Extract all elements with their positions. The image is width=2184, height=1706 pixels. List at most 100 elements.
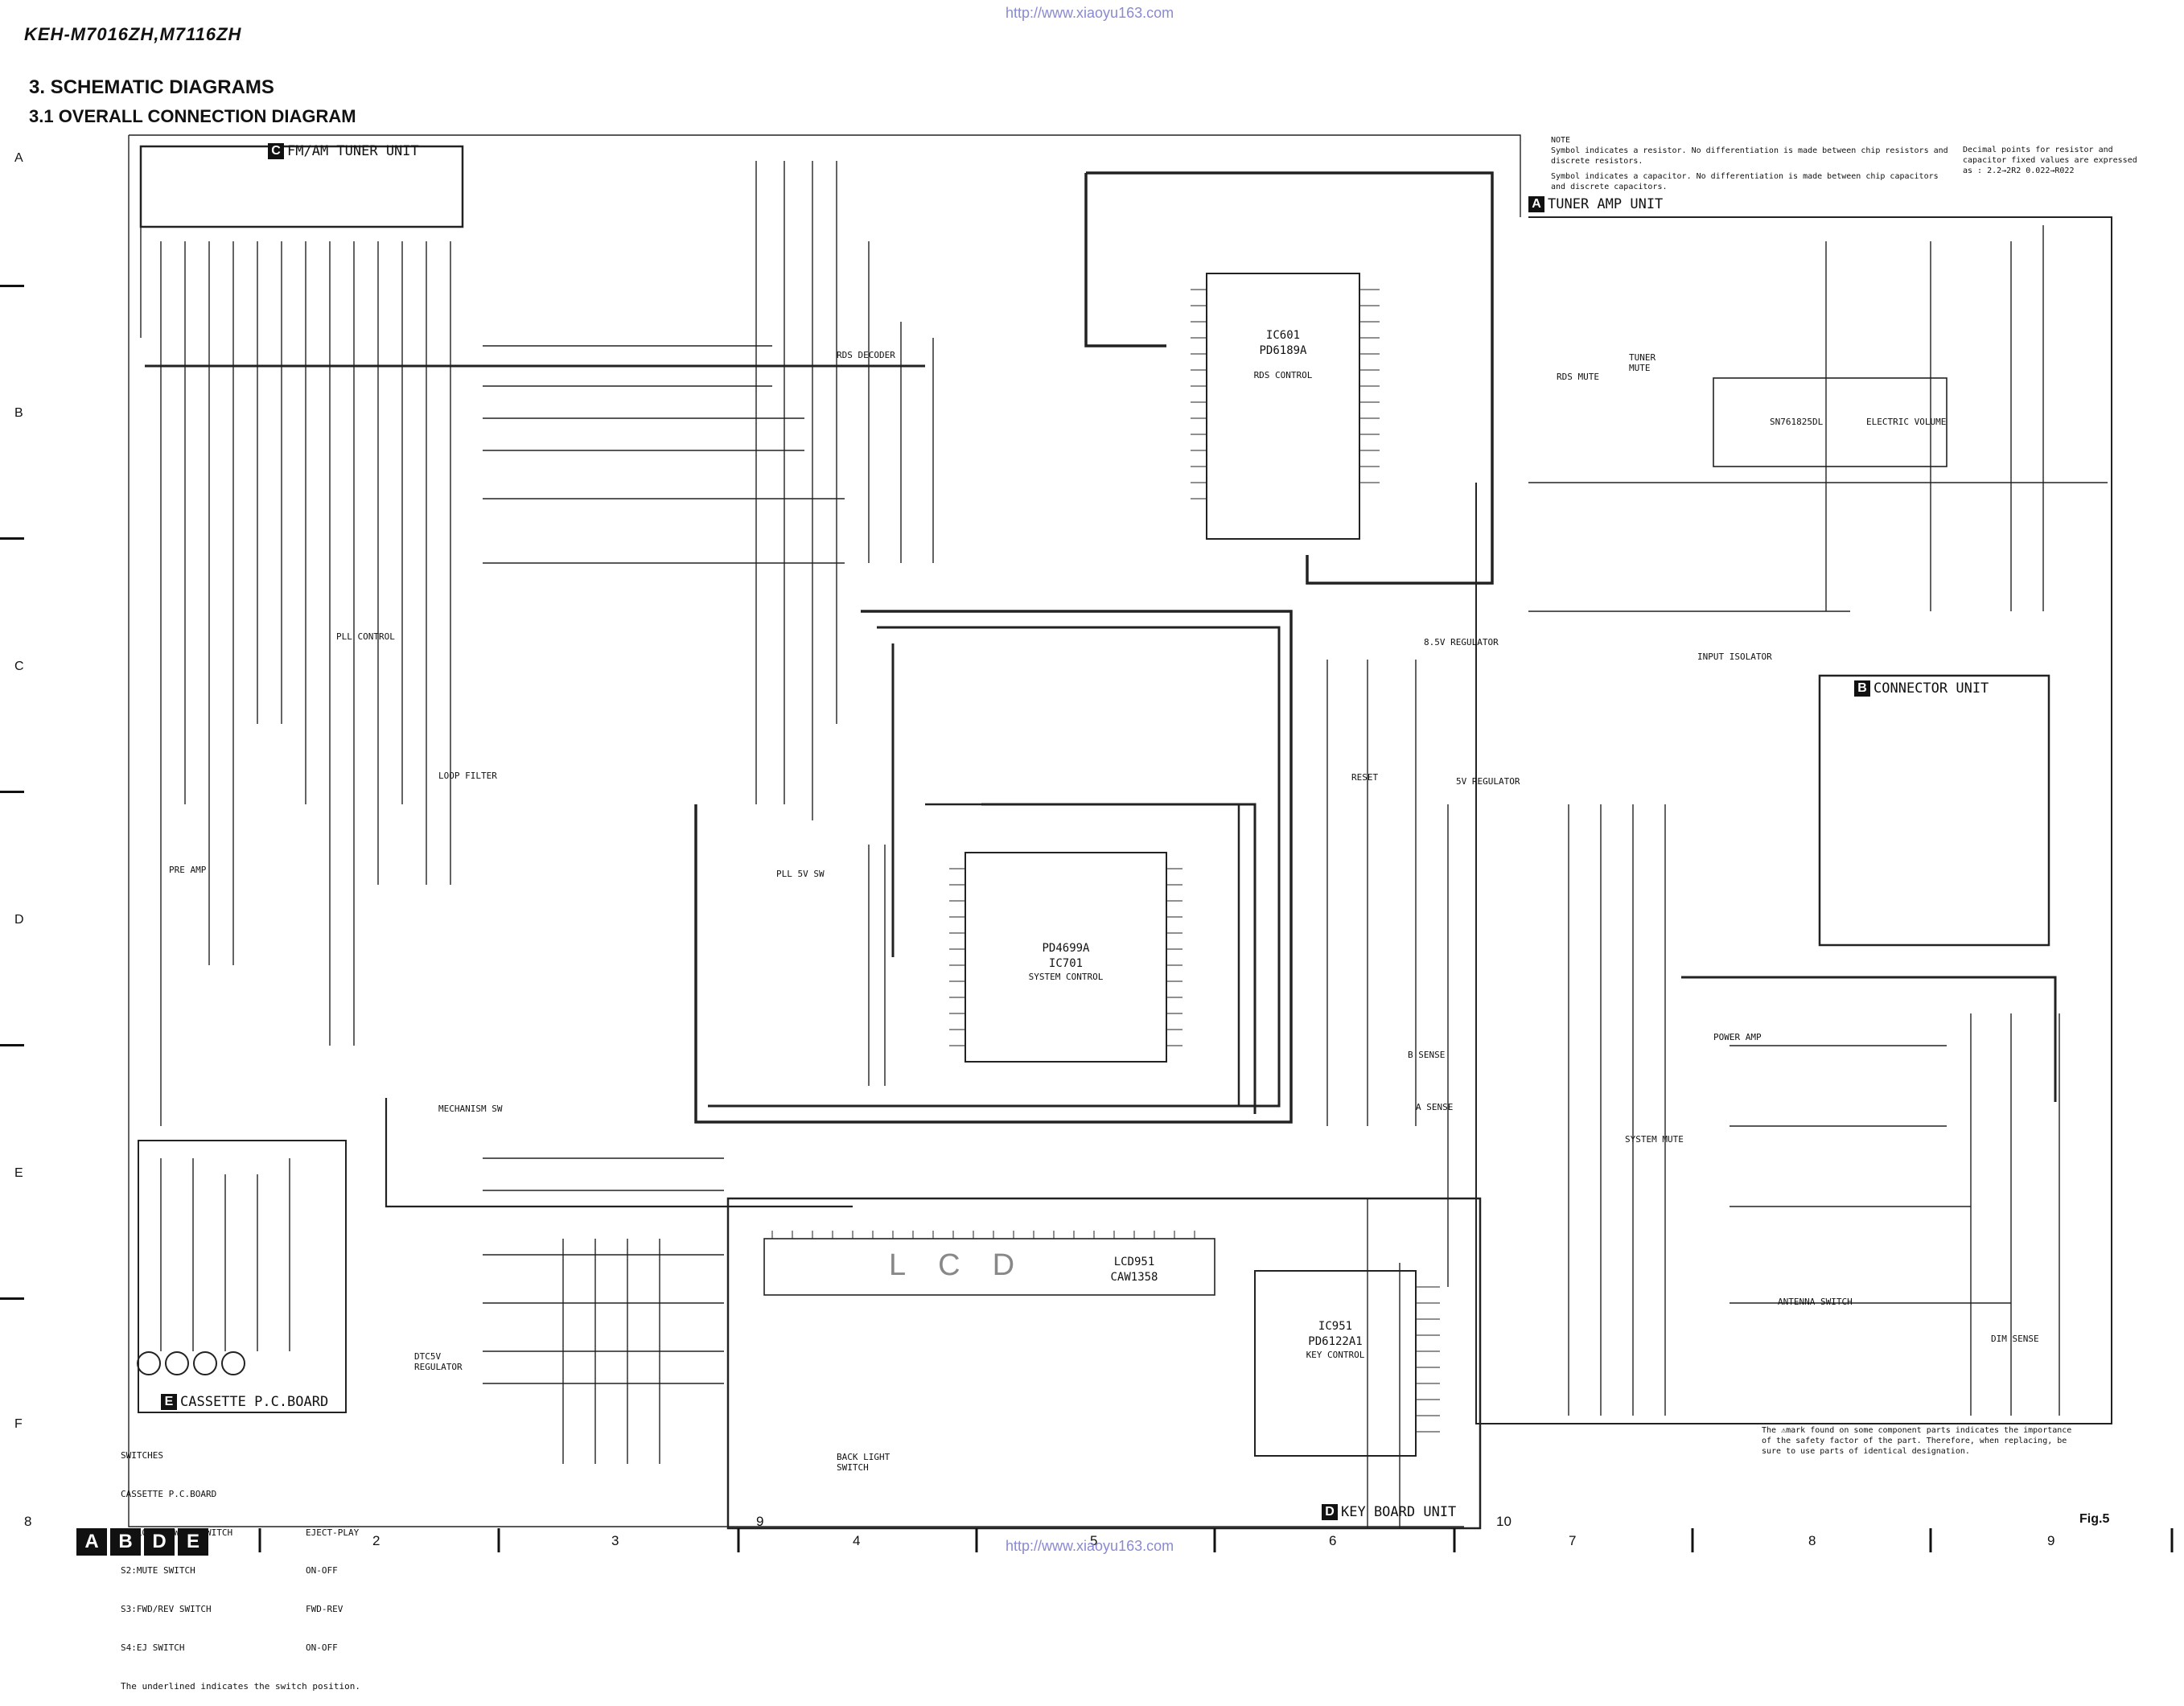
note-decimal: Decimal points for resistor and capacito… <box>1963 146 2137 175</box>
unit-name: FM/AM TUNER UNIT <box>287 143 419 159</box>
unit-label-cassette: E CASSETTE P.C.BOARD <box>161 1394 328 1410</box>
note-capacitor: Symbol indicates a capacitor. No differe… <box>1551 172 1939 191</box>
ic-part: PD6189A <box>1259 343 1307 357</box>
ic601-label: IC601 PD6189A RDS CONTROL <box>1219 328 1347 382</box>
block-rds-decoder: RDS DECODER <box>837 350 895 360</box>
notes-block: NOTE Symbol indicates a resistor. No dif… <box>1551 135 1953 192</box>
block-input-isolator: INPUT ISOLATOR <box>1697 652 1772 662</box>
lcd-label: LCD951 CAW1358 <box>1094 1255 1174 1285</box>
block-tuner-mute: TUNER MUTE <box>1629 352 1656 373</box>
block-dim-sense: DIM SENSE <box>1991 1334 2039 1344</box>
ic-ref: IC701 <box>1048 956 1084 970</box>
unit-name: KEY BOARD UNIT <box>1341 1504 1457 1520</box>
block-back-light-switch: BACK LIGHT SWITCH <box>837 1452 890 1473</box>
unit-name: CONNECTOR UNIT <box>1873 680 1989 697</box>
switch-name: S2:MUTE SWITCH <box>121 1565 195 1577</box>
row-tick <box>0 285 24 287</box>
source-url-top: http://www.xiaoyu163.com <box>1006 5 1174 21</box>
switch-name: S4:EJ SWITCH <box>121 1642 185 1653</box>
block-antenna-switch: ANTENNA SWITCH <box>1778 1297 1853 1307</box>
block-reset: RESET <box>1351 772 1379 783</box>
sheet-mark: 9 <box>756 1514 764 1529</box>
legend-badge-a: A <box>76 1528 107 1556</box>
page-number: 8 <box>24 1514 32 1529</box>
unit-letter-badge: C <box>268 143 284 159</box>
unit-legend: A B D E <box>76 1528 208 1556</box>
ic-ref: IC601 <box>1265 329 1301 342</box>
legend-badge-b: B <box>110 1528 141 1556</box>
ic701-label: PD4699A IC701 SYSTEM CONTROL <box>993 941 1138 984</box>
block-loop-filter: LOOP FILTER <box>438 771 497 781</box>
row-label-c: C <box>14 660 24 673</box>
column-number: 4 <box>853 1533 861 1548</box>
block-5v-regulator: 5V REGULATOR <box>1456 776 1520 787</box>
note-resistor: Symbol indicates a resistor. No differen… <box>1551 146 1948 166</box>
lcd-ref: LCD951 <box>1113 1256 1155 1268</box>
column-number: 8 <box>1808 1533 1816 1548</box>
row-label-e: E <box>14 1166 23 1180</box>
block-8v5-regulator: 8.5V REGULATOR <box>1424 637 1499 647</box>
ic-ref: IC951 <box>1318 1320 1353 1333</box>
switch-row: S3:FWD/REV SWITCH FWD-REV <box>121 1603 360 1616</box>
column-number: 6 <box>1329 1533 1337 1548</box>
unit-name: TUNER AMP UNIT <box>1548 196 1664 212</box>
unit-letter-badge: A <box>1528 196 1544 212</box>
switches-footnote: The underlined indicates the switch posi… <box>121 1680 361 1692</box>
unit-letter-badge: E <box>161 1394 177 1410</box>
row-label-d: D <box>14 913 24 927</box>
switches-title: SWITCHES <box>121 1449 163 1461</box>
switch-state: EJECT-PLAY <box>306 1527 360 1538</box>
block-dtc5v-regulator: DTC5V REGULATOR <box>414 1351 463 1372</box>
subsection-title: 3.1 OVERALL CONNECTION DIAGRAM <box>29 106 356 126</box>
section-title: 3. SCHEMATIC DIAGRAMS <box>29 76 274 98</box>
sheet-mark: 10 <box>1496 1514 1512 1529</box>
source-url-bottom: http://www.xiaoyu163.com <box>1006 1538 1174 1554</box>
row-tick <box>0 791 24 793</box>
block-power-amp: POWER AMP <box>1713 1032 1762 1042</box>
ic-part: PD4699A <box>1042 942 1090 955</box>
block-pll-control: PLL CONTROL <box>336 631 395 642</box>
ic-function: SYSTEM CONTROL <box>1028 971 1104 982</box>
switch-name: S3:FWD/REV SWITCH <box>121 1604 212 1615</box>
legend-badge-d: D <box>144 1528 175 1556</box>
row-tick <box>0 1044 24 1046</box>
switches-legend: SWITCHES CASSETTE P.C.BOARD S1:LOAD(POWE… <box>121 1424 360 1706</box>
switch-row: S4:EJ SWITCH ON-OFF <box>121 1642 360 1655</box>
column-number: 5 <box>1090 1533 1098 1548</box>
ev-function-label: ELECTRIC VOLUME <box>1866 417 1947 427</box>
ev-part-label: SN761825DL <box>1770 417 1824 427</box>
column-number: 9 <box>2047 1533 2055 1548</box>
row-label-f: F <box>14 1417 23 1431</box>
switch-state: ON-OFF <box>306 1565 338 1577</box>
schematic-drawing <box>128 134 2174 1552</box>
block-pll-5v-sw: PLL 5V SW <box>776 869 825 879</box>
unit-letter-badge: B <box>1854 680 1870 697</box>
block-b-sense: B SENSE <box>1408 1050 1446 1060</box>
ic951-label: IC951 PD6122A1 KEY CONTROL <box>1275 1319 1396 1362</box>
switch-row: S2:MUTE SWITCH ON-OFF <box>121 1564 360 1577</box>
unit-label-connector: B CONNECTOR UNIT <box>1854 680 1989 697</box>
row-label-a: A <box>14 151 23 165</box>
block-mechanism-sw: MECHANISM SW <box>438 1104 503 1114</box>
unit-label-fm-am-tuner: C FM/AM TUNER UNIT <box>268 143 419 159</box>
ic-function: RDS CONTROL <box>1253 369 1313 380</box>
row-tick <box>0 537 24 540</box>
block-pre-amp: PRE AMP <box>169 865 207 875</box>
column-number: 3 <box>611 1533 619 1548</box>
column-number: 2 <box>372 1533 380 1548</box>
unit-letter-badge: D <box>1322 1504 1338 1520</box>
block-a-sense: A SENSE <box>1416 1102 1454 1112</box>
unit-label-keyboard: D KEY BOARD UNIT <box>1322 1504 1456 1520</box>
switch-state: FWD-REV <box>306 1604 343 1615</box>
row-tick <box>0 1297 24 1300</box>
note-safety: The ⚠mark found on some component parts … <box>1762 1426 2072 1456</box>
figure-label: Fig.5 <box>2079 1512 2110 1526</box>
lcd-display-text: LCD <box>889 1248 1047 1282</box>
model-title: KEH-M7016ZH,M7116ZH <box>24 24 242 44</box>
switches-board: CASSETTE P.C.BOARD <box>121 1488 217 1499</box>
switch-state: ON-OFF <box>306 1642 338 1653</box>
column-number: 7 <box>1569 1533 1577 1548</box>
notes-title: NOTE <box>1551 136 1571 145</box>
row-label-b: B <box>14 406 23 420</box>
lcd-part: CAW1358 <box>1110 1270 1158 1284</box>
